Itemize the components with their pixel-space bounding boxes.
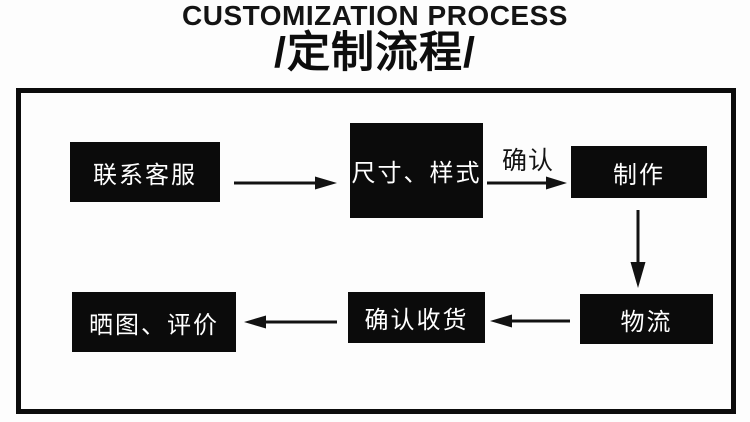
node-contact-service: 联系客服 [70, 142, 220, 202]
node-photo-review: 晒图、评价 [72, 292, 236, 352]
edge-label-confirm: 确认 [501, 147, 554, 175]
page-title-english: CUSTOMIZATION PROCESS [182, 0, 568, 31]
node-confirm-receipt: 确认收货 [348, 292, 485, 343]
node-logistics: 物流 [580, 294, 713, 344]
node-production: 制作 [571, 146, 707, 198]
page-title-chinese: /定制流程/ [274, 29, 476, 77]
node-size-style: 尺寸、样式 [350, 123, 483, 218]
flowchart-frame [16, 88, 736, 414]
